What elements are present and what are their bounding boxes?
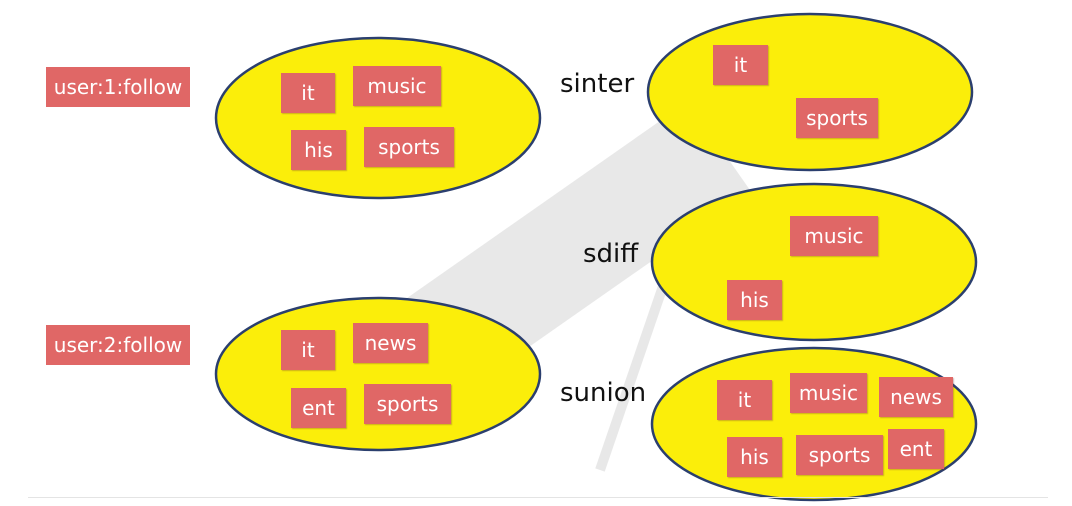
result-member-tag: it	[717, 380, 772, 420]
user2-set-label: user:2:follow	[46, 325, 190, 365]
set-member-tag: ent	[291, 388, 346, 428]
set-member-tag: it	[281, 330, 335, 370]
sunion-result-ellipse	[650, 346, 978, 502]
sdiff-result-ellipse	[650, 182, 978, 342]
result-member-tag: music	[790, 216, 878, 256]
result-member-tag: his	[727, 280, 782, 320]
sinter-operation-label: sinter	[560, 69, 635, 99]
set-member-tag: it	[281, 73, 335, 113]
result-member-tag: sports	[796, 435, 883, 475]
result-member-tag: music	[790, 373, 867, 413]
set-member-tag: sports	[364, 384, 451, 424]
sdiff-operation-label: sdiff	[583, 239, 639, 269]
sunion-operation-label: sunion	[560, 378, 647, 408]
sinter-result-ellipse	[646, 12, 974, 172]
set-member-tag: his	[291, 130, 346, 170]
result-member-tag: sports	[796, 98, 878, 138]
set-member-tag: sports	[364, 127, 454, 167]
result-member-tag: his	[727, 437, 782, 477]
user1-set-ellipse	[214, 36, 542, 200]
result-member-tag: news	[879, 377, 953, 417]
result-member-tag: it	[713, 45, 768, 85]
set-member-tag: news	[353, 323, 428, 363]
set-member-tag: music	[353, 66, 441, 106]
user1-set-label: user:1:follow	[46, 67, 190, 107]
bottom-divider	[28, 497, 1048, 498]
result-member-tag: ent	[888, 429, 944, 469]
user2-set-ellipse	[214, 296, 542, 452]
